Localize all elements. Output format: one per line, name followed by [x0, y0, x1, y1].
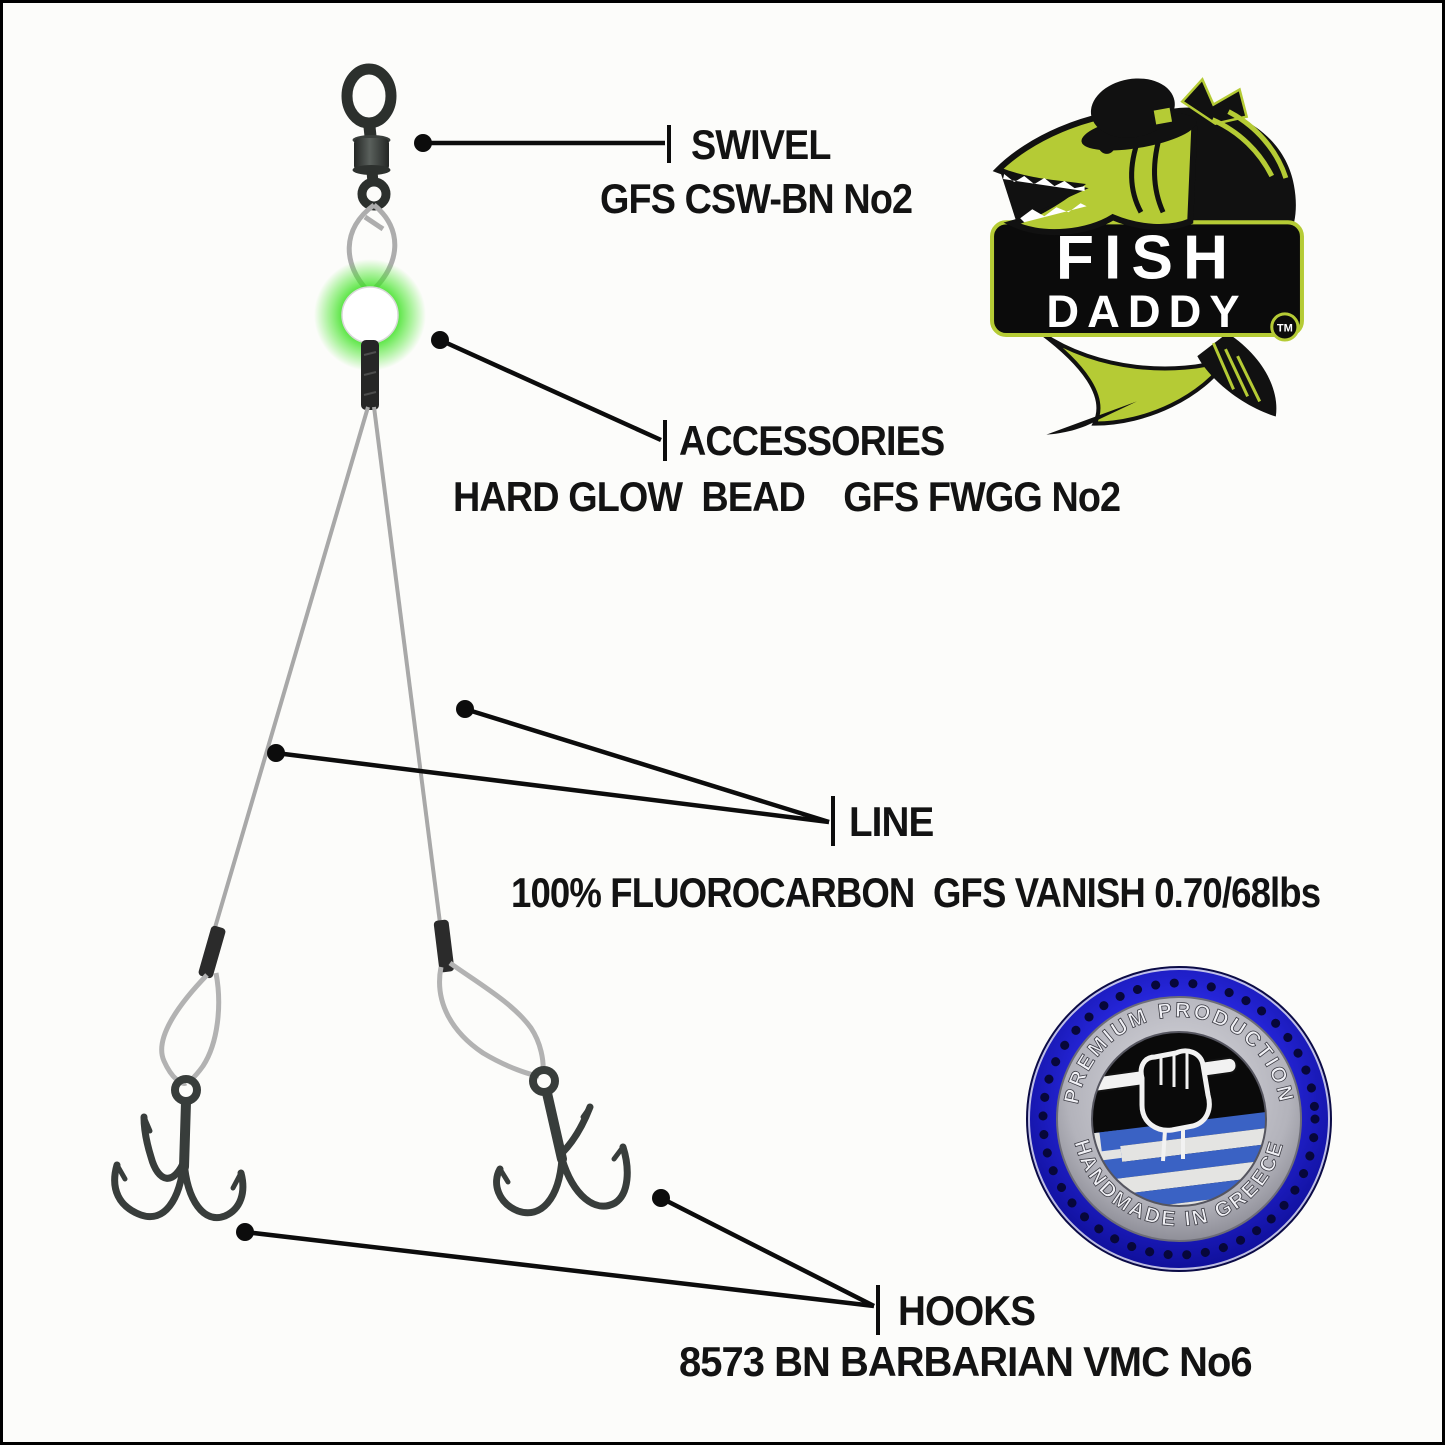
badge-rim-highlight	[1028, 968, 1330, 1270]
swivel-graphic	[341, 63, 397, 211]
premium-badge: PREMIUM PRODUCTION HANDMADE IN GREECE	[1025, 965, 1333, 1273]
logo-word-daddy: DADDY	[1046, 286, 1247, 337]
line-title: LINE	[849, 798, 934, 845]
tail-hatch	[1212, 342, 1235, 390]
rig-diagram	[111, 63, 880, 1335]
left-treble-hook	[111, 1075, 247, 1221]
accessories-subtitle: HARD GLOW BEAD GFS FWGG No2	[453, 473, 1121, 520]
leader-lines	[212, 406, 442, 932]
line-subtitle: 100% FLUOROCARBON GFS VANISH 0.70/68lbs	[511, 869, 1321, 916]
tail-hatch	[1224, 348, 1249, 398]
logo-word-fish: FISH	[1056, 224, 1238, 293]
hooks-subtitle: 8573 BN BARBARIAN VMC No6	[679, 1338, 1253, 1385]
fin-streak	[1227, 109, 1289, 179]
fish-daddy-logo: FISH DADDY TM	[986, 69, 1308, 437]
tm-dot	[1270, 312, 1300, 342]
callout-accessories	[431, 331, 667, 461]
hooks-title: HOOKS	[898, 1287, 1036, 1334]
callout-hooks	[236, 1189, 880, 1335]
right-hook-loop	[437, 960, 546, 1079]
badge-dot-ring	[1038, 978, 1320, 1260]
callout-swivel	[414, 125, 671, 163]
fin-streak	[1211, 117, 1275, 178]
right-treble-hook	[493, 1066, 631, 1217]
badge-inner-edge	[1091, 1031, 1267, 1207]
left-crimp	[198, 925, 226, 979]
swivel-title: SWIVEL	[691, 121, 831, 168]
center-crimp	[361, 340, 379, 410]
swivel-subtitle: GFS CSW-BN No2	[600, 175, 913, 222]
tail-hatch	[1236, 355, 1262, 403]
accessories-title: ACCESSORIES	[679, 417, 945, 464]
glow-bead-graphic	[314, 259, 426, 371]
right-crimp	[433, 919, 455, 973]
bowler-hat-icon	[1081, 78, 1197, 151]
logo-tm: TM	[1277, 322, 1293, 334]
callout-line	[267, 700, 835, 846]
fist-hammer-icon	[1092, 1033, 1266, 1162]
tail-fin-green	[1040, 331, 1233, 426]
left-hook-loop	[159, 972, 222, 1086]
